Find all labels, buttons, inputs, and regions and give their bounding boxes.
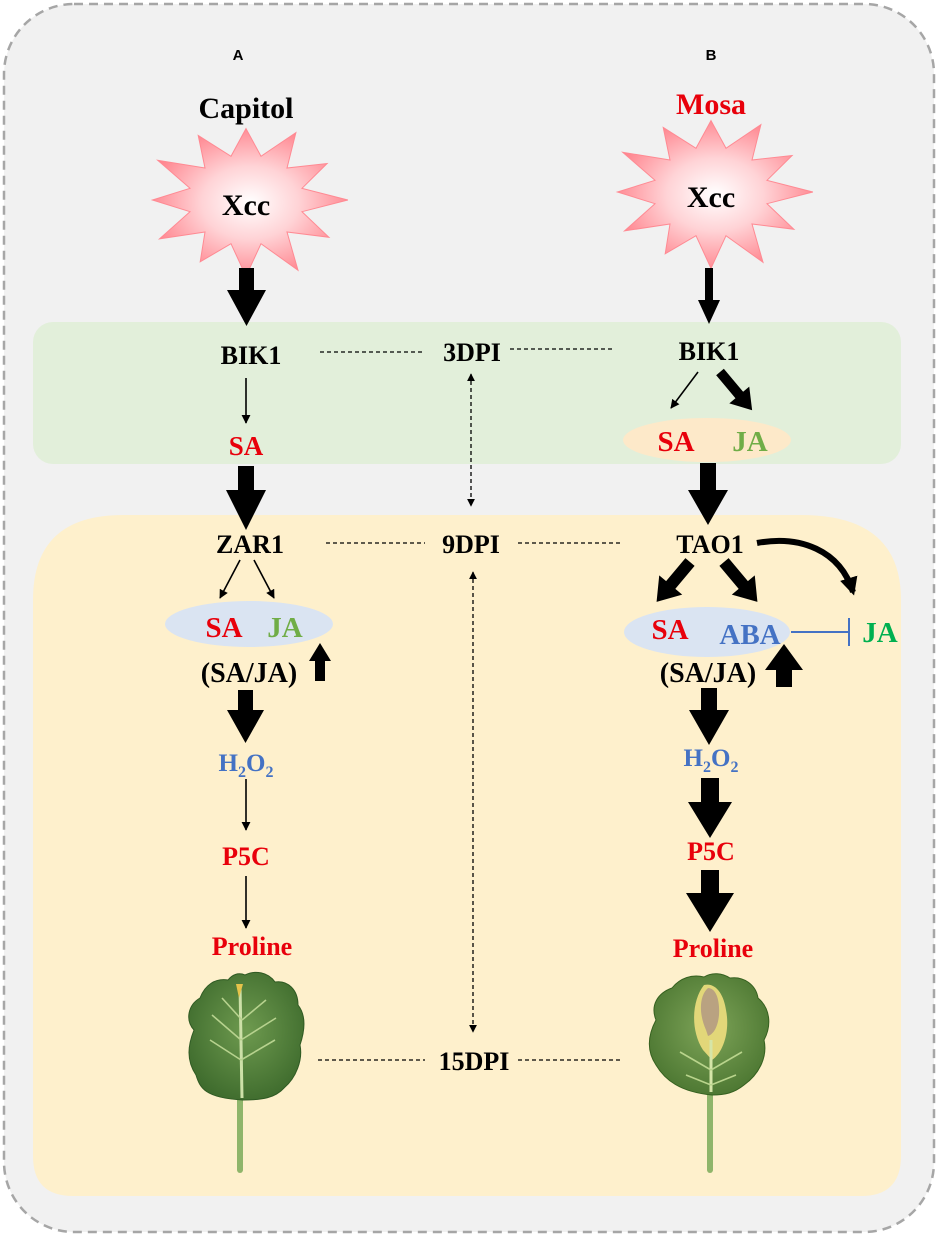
ellipse-a-sa-ja bbox=[165, 601, 333, 647]
cultivar-mosa: Mosa bbox=[676, 88, 746, 121]
arrow-b-tao1-sa bbox=[656, 558, 695, 602]
arrow-a-xcc-bik1 bbox=[227, 268, 266, 326]
pathogen-label-a: Xcc bbox=[222, 189, 270, 222]
arrow-a-zar1-ja bbox=[253, 559, 275, 599]
arrow-b-xcc-bik1 bbox=[698, 268, 720, 324]
zar1-a: ZAR1 bbox=[216, 530, 284, 559]
inhibited-ja-b: JA bbox=[862, 617, 898, 649]
arrow-a-zar1-sa bbox=[219, 559, 241, 599]
up-arrow-b bbox=[765, 644, 803, 687]
bik1-b: BIK1 bbox=[679, 337, 740, 366]
h2o2-b: H2O2 bbox=[684, 745, 739, 776]
cultivar-capitol: Capitol bbox=[198, 92, 293, 125]
ellipse-b1-ja: JA bbox=[732, 426, 768, 458]
arrow-a-sa-zar1 bbox=[226, 466, 266, 530]
bik1-a: BIK1 bbox=[221, 341, 282, 370]
ellipse-b2-sa: SA bbox=[651, 614, 688, 646]
leaf-image-b bbox=[648, 973, 770, 1173]
ellipse-a-sa: SA bbox=[205, 612, 242, 644]
arrow-b-h2o2-p5c bbox=[688, 778, 732, 838]
timepoint-9dpi: 9DPI bbox=[442, 530, 500, 559]
arrow-b-tao1-aba bbox=[719, 558, 758, 602]
ratio-b: (SA/JA) bbox=[660, 658, 756, 689]
ellipse-b2-sa-aba bbox=[624, 607, 790, 657]
arrow-b-ja-tao1 bbox=[688, 463, 728, 525]
curved-arrow-tao1-ja bbox=[756, 537, 858, 596]
proline-a: Proline bbox=[212, 932, 292, 961]
ellipse-b1-sa: SA bbox=[657, 426, 694, 458]
arrow-b-bik1-ja bbox=[716, 368, 753, 411]
ellipse-b1-sa-ja bbox=[623, 418, 791, 462]
leaf-image-a bbox=[188, 971, 305, 1173]
proline-b: Proline bbox=[673, 934, 753, 963]
arrow-b-ratio-h2o2 bbox=[689, 688, 729, 745]
ellipse-b2-aba: ABA bbox=[719, 619, 780, 651]
ellipse-a-ja: JA bbox=[267, 612, 303, 644]
timepoint-3dpi: 3DPI bbox=[443, 338, 501, 367]
ratio-a: (SA/JA) bbox=[201, 658, 297, 689]
arrow-b-bik1-sa bbox=[670, 371, 699, 409]
h2o2-a: H2O2 bbox=[219, 750, 274, 781]
panel-letter-b: B bbox=[706, 47, 717, 64]
arrow-b-p5c-proline bbox=[686, 870, 734, 932]
p5c-a: P5C bbox=[222, 842, 270, 871]
panel-letter-a: A bbox=[233, 47, 244, 64]
tao1-b: TAO1 bbox=[676, 530, 743, 559]
up-arrow-a bbox=[309, 643, 331, 681]
pathogen-label-b: Xcc bbox=[687, 181, 735, 214]
sa-a: SA bbox=[229, 431, 264, 461]
timepoint-15dpi: 15DPI bbox=[439, 1047, 510, 1076]
p5c-b: P5C bbox=[687, 837, 735, 866]
arrow-a-ratio-h2o2 bbox=[227, 690, 264, 743]
